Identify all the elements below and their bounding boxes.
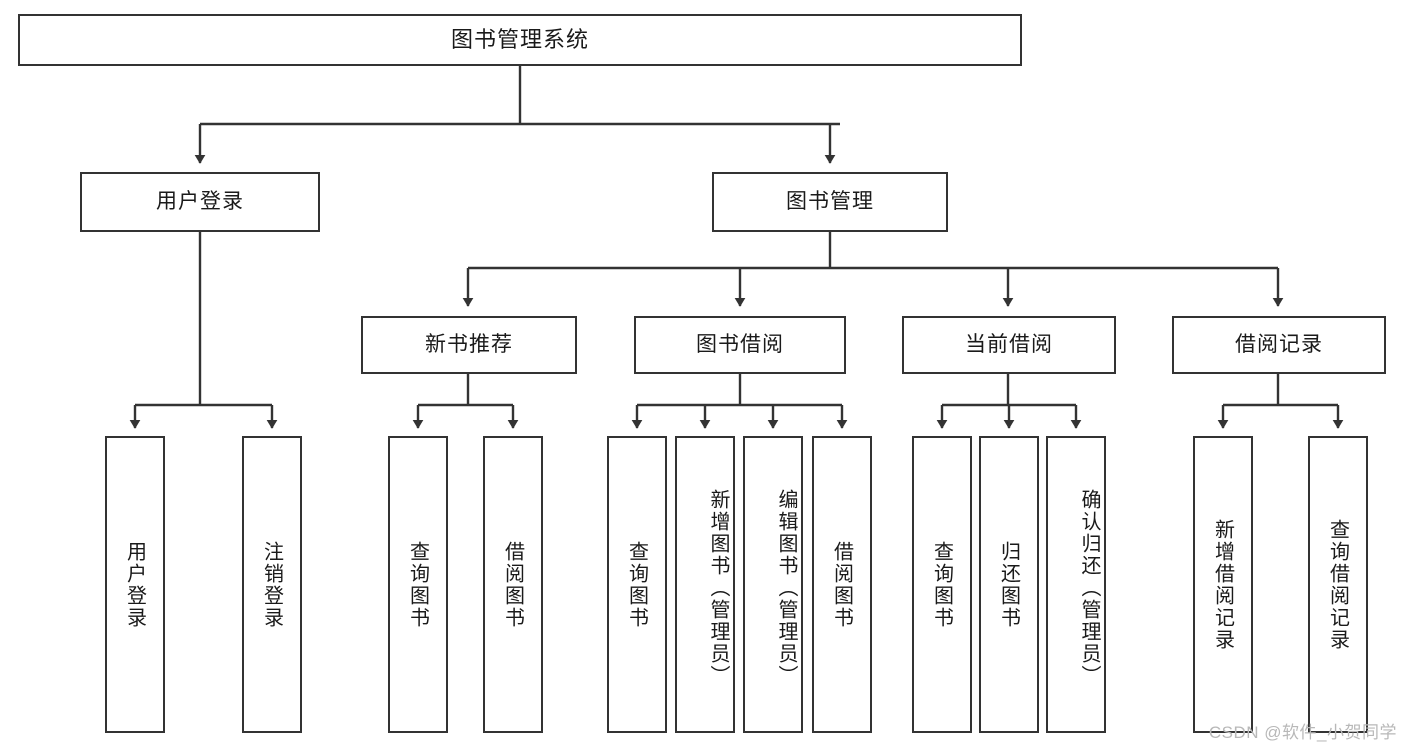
node-label: 图书借阅	[696, 333, 784, 357]
leaf-user-login-logout[interactable]: 注销登录	[242, 436, 302, 733]
node-label: 用户登录	[123, 540, 146, 629]
leaf-book-borrow-edit-book-admin[interactable]: 编辑图书（管理员）	[743, 436, 803, 733]
leaf-book-borrow-query-book[interactable]: 查询图书	[607, 436, 667, 733]
node-label: 借阅记录	[1235, 333, 1323, 357]
node-borrow-record[interactable]: 借阅记录	[1172, 316, 1386, 374]
node-label: 借阅图书	[501, 540, 524, 629]
leaf-current-borrow-query-book[interactable]: 查询图书	[912, 436, 972, 733]
node-label: 编辑图书（管理员）	[775, 488, 797, 687]
csdn-watermark: CSDN @软件_小贺同学	[1208, 723, 1397, 742]
leaf-user-login-login[interactable]: 用户登录	[105, 436, 165, 733]
node-label: 查询图书	[406, 540, 429, 629]
node-new-book-recommend[interactable]: 新书推荐	[361, 316, 577, 374]
node-book-management[interactable]: 图书管理	[712, 172, 948, 232]
leaf-borrow-record-add-record[interactable]: 新增借阅记录	[1193, 436, 1253, 733]
leaf-new-book-query-book[interactable]: 查询图书	[388, 436, 448, 733]
node-book-borrow[interactable]: 图书借阅	[634, 316, 846, 374]
leaf-borrow-record-query-record[interactable]: 查询借阅记录	[1308, 436, 1368, 733]
node-label: 查询图书	[625, 540, 648, 629]
leaf-current-borrow-confirm-return-admin[interactable]: 确认归还（管理员）	[1046, 436, 1106, 733]
node-label: 确认归还（管理员）	[1078, 488, 1100, 687]
node-label: 注销登录	[260, 540, 283, 629]
leaf-new-book-borrow-book[interactable]: 借阅图书	[483, 436, 543, 733]
node-label: 借阅图书	[830, 540, 853, 629]
node-label: 用户登录	[156, 190, 244, 214]
node-label: 图书管理	[786, 190, 874, 214]
node-label: 当前借阅	[965, 333, 1053, 357]
leaf-book-borrow-borrow-book[interactable]: 借阅图书	[812, 436, 872, 733]
node-label: 查询借阅记录	[1326, 518, 1349, 651]
node-label: 新增借阅记录	[1211, 518, 1234, 651]
leaf-current-borrow-return-book[interactable]: 归还图书	[979, 436, 1039, 733]
node-label: 归还图书	[997, 540, 1020, 629]
leaf-book-borrow-add-book-admin[interactable]: 新增图书（管理员）	[675, 436, 735, 733]
node-label: 新书推荐	[425, 333, 513, 357]
node-label: 查询图书	[930, 540, 953, 629]
node-label: 图书管理系统	[450, 26, 589, 52]
node-current-borrow[interactable]: 当前借阅	[902, 316, 1116, 374]
node-root-book-management-system[interactable]: 图书管理系统	[18, 14, 1022, 66]
node-label: 新增图书（管理员）	[707, 488, 729, 687]
node-user-login[interactable]: 用户登录	[80, 172, 320, 232]
